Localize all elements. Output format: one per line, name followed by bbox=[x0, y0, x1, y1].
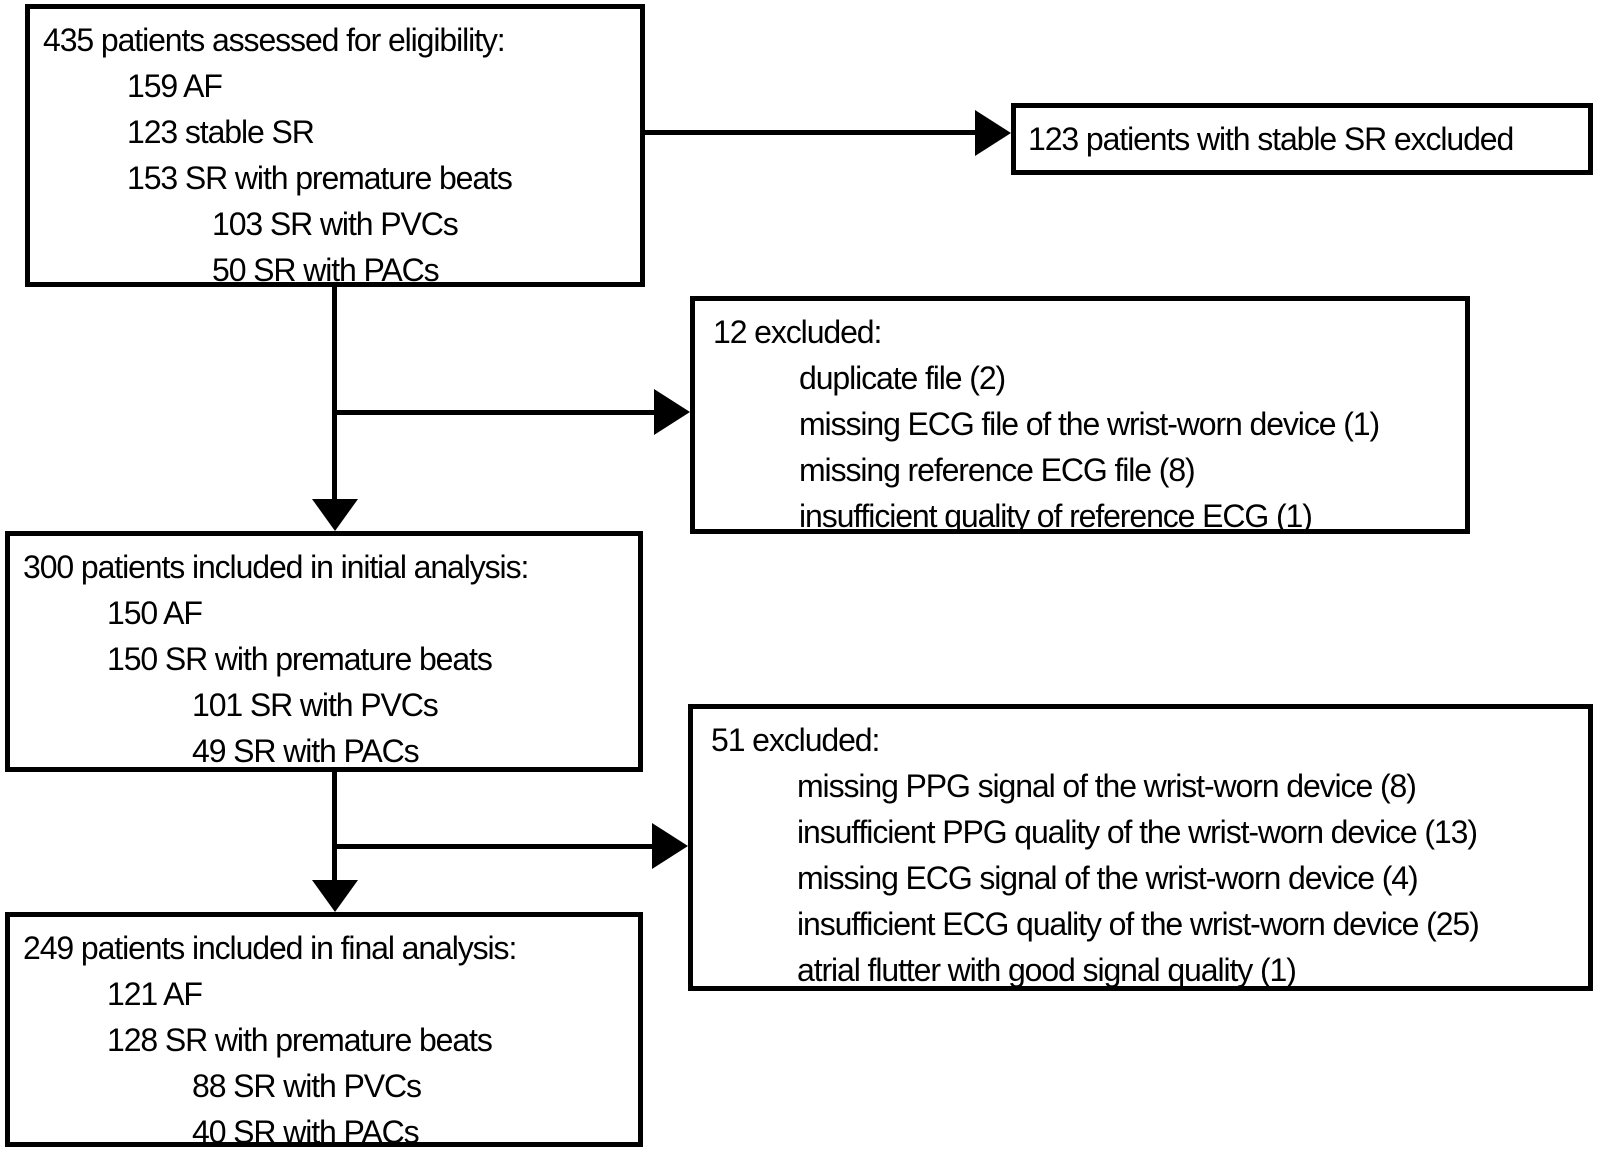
initial-title: 300 patients included in initial analysi… bbox=[23, 549, 529, 585]
final-item-premature-beats: 128 SR with premature beats bbox=[107, 1022, 493, 1058]
excluded-51-title: 51 excluded: bbox=[711, 722, 880, 758]
excluded-12-item-missing-ecg-file: missing ECG file of the wrist-worn devic… bbox=[799, 406, 1380, 442]
arrow-line-to-excluded-12 bbox=[332, 410, 654, 415]
initial-analysis-box: 300 patients included in initial analysi… bbox=[5, 531, 643, 772]
final-title: 249 patients included in final analysis: bbox=[23, 930, 517, 966]
excluded-12-item-missing-reference: missing reference ECG file (8) bbox=[799, 452, 1196, 488]
arrow-head-to-excluded-12 bbox=[654, 389, 690, 435]
eligibility-item-stable-sr: 123 stable SR bbox=[127, 114, 315, 150]
eligibility-box: 435 patients assessed for eligibility: 1… bbox=[25, 4, 645, 288]
arrow-head-to-excluded-51 bbox=[652, 823, 688, 869]
excluded-51-item-insufficient-ppg: insufficient PPG quality of the wrist-wo… bbox=[797, 814, 1478, 850]
final-item-pvcs: 88 SR with PVCs bbox=[192, 1068, 422, 1104]
arrow-line-eligibility-to-sr-excluded bbox=[645, 130, 975, 135]
excluded-51-item-insufficient-ecg: insufficient ECG quality of the wrist-wo… bbox=[797, 906, 1480, 942]
initial-item-pvcs: 101 SR with PVCs bbox=[192, 687, 439, 723]
eligibility-title: 435 patients assessed for eligibility: bbox=[43, 22, 506, 58]
arrow-line-to-excluded-51 bbox=[332, 844, 652, 849]
arrow-head-eligibility-to-sr-excluded bbox=[975, 110, 1011, 156]
excluded-12-item-duplicate: duplicate file (2) bbox=[799, 360, 1006, 396]
excluded-12-item-insufficient-quality: insufficient quality of reference ECG (1… bbox=[799, 498, 1313, 534]
final-item-af: 121 AF bbox=[107, 976, 203, 1012]
initial-item-premature-beats: 150 SR with premature beats bbox=[107, 641, 493, 677]
initial-item-pacs: 49 SR with PACs bbox=[192, 733, 420, 769]
connector-head-initial-to-final bbox=[312, 880, 358, 912]
eligibility-item-premature-beats: 153 SR with premature beats bbox=[127, 160, 513, 196]
excluded-51-item-missing-ecg: missing ECG signal of the wrist-worn dev… bbox=[797, 860, 1419, 896]
stable-sr-excluded-text: 123 patients with stable SR excluded bbox=[1028, 121, 1514, 157]
connector-line-initial-to-final bbox=[332, 772, 337, 882]
excluded-51-item-missing-ppg: missing PPG signal of the wrist-worn dev… bbox=[797, 768, 1417, 804]
connector-line-eligibility-to-initial bbox=[332, 287, 337, 501]
excluded-12-box: 12 excluded: duplicate file (2) missing … bbox=[690, 296, 1470, 534]
eligibility-item-af: 159 AF bbox=[127, 68, 223, 104]
eligibility-item-pacs: 50 SR with PACs bbox=[212, 252, 440, 288]
eligibility-item-pvcs: 103 SR with PVCs bbox=[212, 206, 459, 242]
final-analysis-box: 249 patients included in final analysis:… bbox=[5, 912, 643, 1150]
stable-sr-excluded-box: 123 patients with stable SR excluded bbox=[1011, 103, 1593, 175]
initial-item-af: 150 AF bbox=[107, 595, 203, 631]
excluded-12-title: 12 excluded: bbox=[713, 314, 882, 350]
excluded-51-item-atrial-flutter: atrial flutter with good signal quality … bbox=[797, 952, 1297, 988]
connector-head-eligibility-to-initial bbox=[312, 499, 358, 531]
excluded-51-box: 51 excluded: missing PPG signal of the w… bbox=[688, 704, 1593, 991]
final-item-pacs: 40 SR with PACs bbox=[192, 1114, 420, 1150]
